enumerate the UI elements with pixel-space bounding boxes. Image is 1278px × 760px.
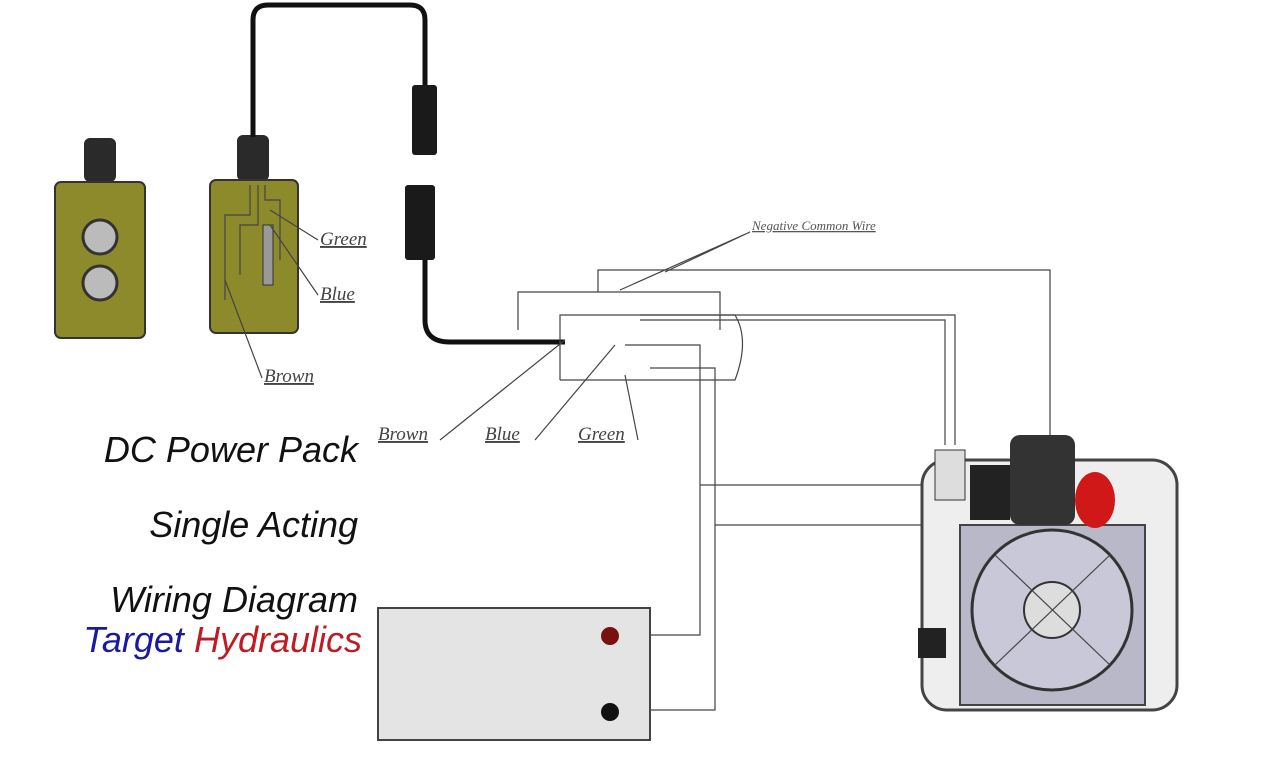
connector-female	[412, 85, 437, 155]
hydraulic-power-pack	[918, 435, 1179, 712]
pendant-control-open	[209, 135, 299, 334]
label-blue: Blue	[320, 284, 355, 305]
title-line-3: Wiring Diagram	[110, 579, 358, 620]
label-junction-brown: Brown	[378, 424, 428, 445]
positive-terminal	[601, 627, 619, 645]
label-junction-green: Green	[578, 424, 625, 445]
pendant-control-two-button	[54, 138, 146, 339]
label-junction-blue: Blue	[485, 424, 520, 445]
title-line-2: Single Acting	[149, 504, 358, 545]
label-negative-common-wire: Negative Common Wire	[751, 218, 876, 233]
junction-wiring	[517, 231, 1051, 711]
battery	[377, 607, 651, 741]
brand-part-target: Target	[83, 619, 186, 660]
label-brown: Brown	[264, 366, 314, 387]
brand-name: Target Hydraulics	[83, 619, 362, 660]
connector-male	[405, 185, 435, 260]
negative-terminal	[601, 703, 619, 721]
label-green: Green	[320, 229, 367, 250]
brand-part-hydraulics: Hydraulics	[194, 619, 362, 660]
title-line-1: DC Power Pack	[104, 429, 360, 470]
